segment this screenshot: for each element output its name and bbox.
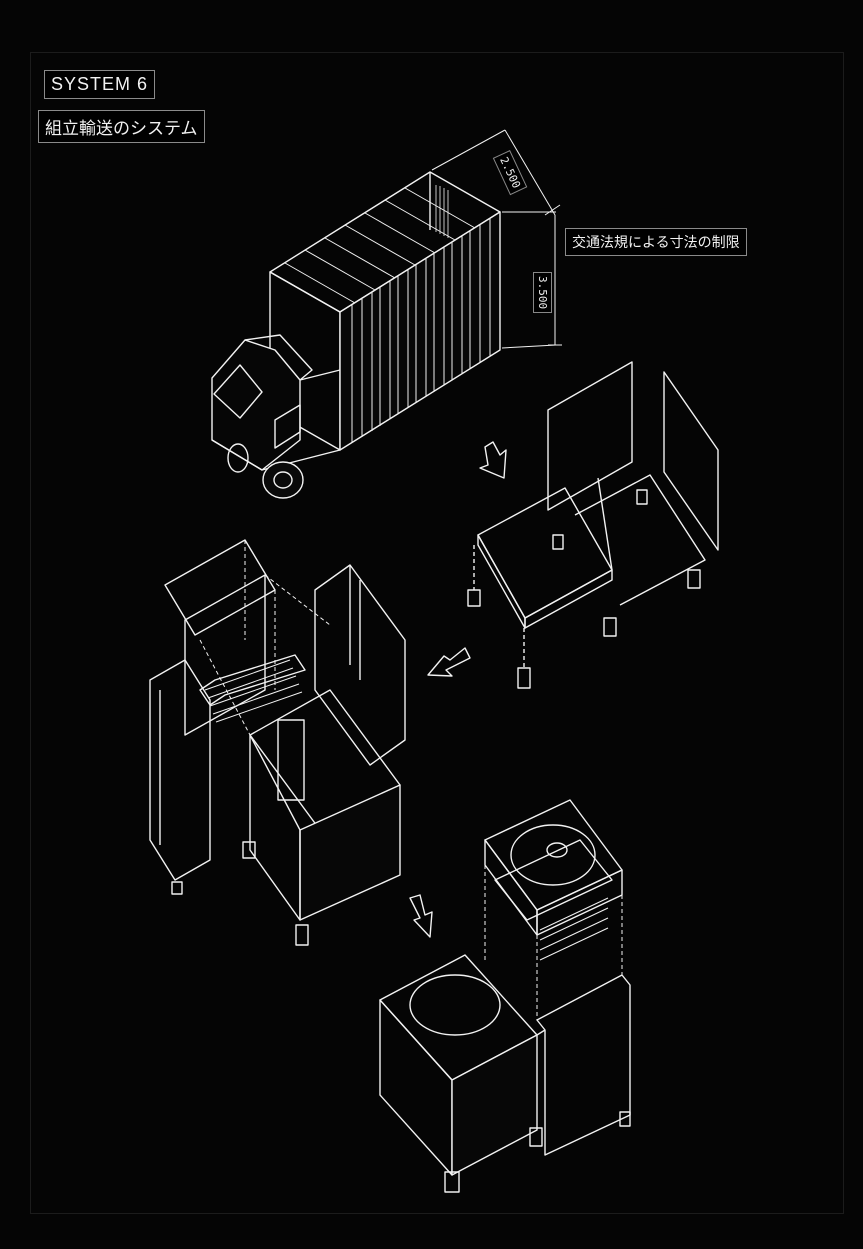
truck-cargo-box xyxy=(270,172,500,450)
truck-cab xyxy=(212,335,340,470)
frame-footings xyxy=(172,842,308,945)
truck xyxy=(212,172,500,498)
cargo-rear-hatch xyxy=(436,185,448,238)
page-subtitle: 組立輸送のシステム xyxy=(38,110,205,143)
cargo-side-slats xyxy=(352,218,490,443)
traffic-regulation-note: 交通法規による寸法の制限 xyxy=(565,228,747,256)
box-dashed-guides xyxy=(485,865,622,1020)
arrow-left-icon xyxy=(428,648,470,676)
cargo-top-ribs xyxy=(285,188,475,303)
box-footings xyxy=(445,1112,630,1192)
frame-dashed-guides xyxy=(200,540,330,735)
dimension-height-label: 3.500 xyxy=(533,272,552,314)
sheet-frame xyxy=(30,52,844,1214)
dimension-lines xyxy=(432,130,562,348)
frame-module xyxy=(150,540,405,945)
truck-wheels xyxy=(228,444,303,498)
arrow-down-right-icon xyxy=(480,442,506,478)
box-module xyxy=(380,800,630,1192)
box-slats xyxy=(540,898,608,960)
frame-stair-slats xyxy=(205,660,302,722)
page-title: SYSTEM 6 xyxy=(44,70,156,99)
arrow-down-icon xyxy=(410,895,432,937)
panel-module xyxy=(468,362,718,688)
panel-footings xyxy=(468,490,700,688)
